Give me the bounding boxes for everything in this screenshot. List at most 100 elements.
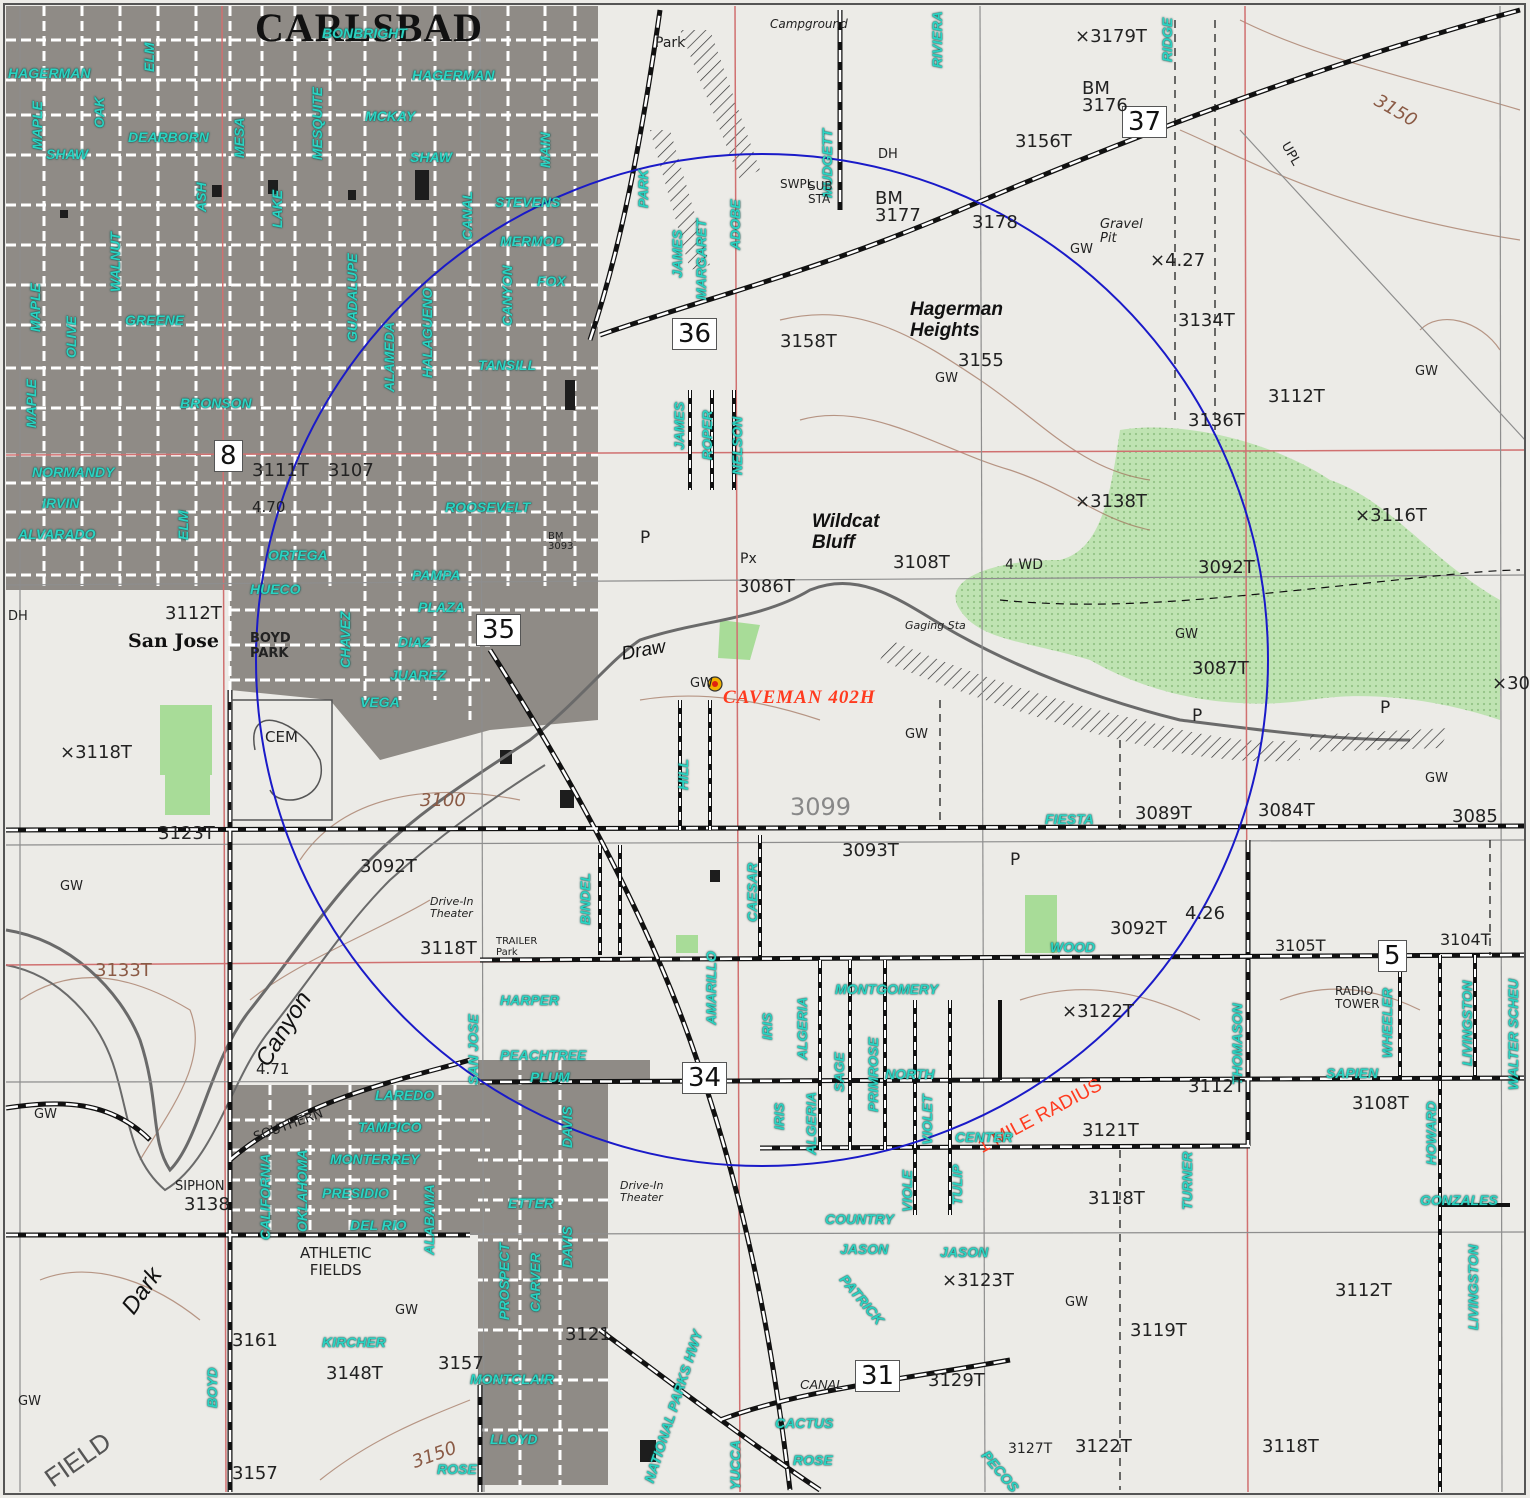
street-label: IRVIN: [42, 495, 80, 511]
elevation-label: 3127T: [1008, 1441, 1053, 1457]
well-label[interactable]: CAVEMAN 402H: [723, 687, 876, 708]
street-label: THOMASON: [1229, 1003, 1245, 1085]
street-label: ROSE: [793, 1452, 833, 1468]
street-label: LIVINGSTON: [1459, 980, 1475, 1066]
elevation-label: BM 3177: [875, 188, 921, 227]
street-label: SAPIEN: [1326, 1065, 1379, 1081]
elevation-label: 3118T: [420, 938, 477, 959]
place-siphon: SIPHON: [175, 1179, 225, 1194]
elevation-label: ×3116T: [1355, 505, 1427, 526]
street-label: MAPLE: [29, 101, 45, 150]
street-label: CACTUS: [775, 1415, 834, 1431]
elevation-label: 3123T: [158, 823, 215, 844]
street-label: PAMPA: [412, 567, 461, 583]
place-boyd-park: BOYD PARK: [250, 631, 291, 661]
elevation-label: 3092T: [1198, 557, 1255, 578]
street-label: HOWARD: [1423, 1101, 1439, 1165]
street-label: WALNUT: [107, 232, 123, 292]
street-label: PLUM: [530, 1069, 570, 1085]
street-label: WHEELER: [1379, 988, 1395, 1058]
street-label: WOOD: [1050, 939, 1096, 955]
street-label: MERMOD: [500, 233, 564, 249]
street-label: MAIN: [537, 132, 553, 168]
street-label: FOX: [537, 273, 566, 289]
street-label: ADOBE: [727, 199, 743, 250]
elevation-label: ×3122T: [1062, 1001, 1134, 1022]
place-radio-tower: RADIO TOWER: [1335, 984, 1380, 1012]
drill-hole-symbol: DH: [8, 609, 28, 624]
street-label: MONTERREY: [330, 1151, 420, 1167]
street-label: JASON: [940, 1244, 989, 1260]
elevation-label: 3108T: [1352, 1093, 1409, 1114]
street-label: STEVENS: [495, 194, 561, 210]
city-name: CARLSBAD: [255, 5, 484, 50]
section-number: 36: [672, 318, 718, 350]
elevation-label: 3084T: [1258, 800, 1315, 821]
street-label: MONTGOMERY: [835, 981, 939, 997]
street-label: JAMES: [671, 401, 687, 450]
section-number: 35: [476, 614, 522, 646]
street-label: WALTER SCHEU: [1505, 979, 1521, 1090]
elevation-label: 3122T: [1075, 1436, 1132, 1457]
elevation-label: ×30: [1492, 673, 1530, 694]
street-label: ALABAMA: [421, 1184, 437, 1255]
street-label: BONBRIGHT: [322, 25, 407, 41]
street-label: PROSPECT: [496, 1242, 512, 1320]
elevation-label: ×4.27: [1150, 250, 1206, 271]
street-label: NELSON: [729, 416, 745, 475]
major-roads: [5, 7, 1526, 1493]
elevation-label: 3148T: [326, 1363, 383, 1384]
place-drive-in-north: Drive-In Theater: [430, 895, 474, 921]
elevation-label: 3121T: [1082, 1120, 1139, 1141]
street-label: ELM: [175, 510, 191, 540]
place-hagerman-heights: Hagerman Heights: [910, 299, 1003, 341]
street-label: VEGA: [360, 694, 400, 710]
street-label: PEACHTREE: [500, 1047, 587, 1063]
elevation-label: 3118T: [1262, 1436, 1319, 1457]
street-label: MCKAY: [365, 108, 416, 124]
street-label: VIOLET: [919, 1094, 935, 1145]
elevation-label: 3118T: [1088, 1188, 1145, 1209]
street-label: VIOLE: [899, 1169, 915, 1212]
pond-symbol: Px: [740, 551, 757, 567]
section-number: 5: [1378, 940, 1407, 972]
gas-well-symbol: GW: [1175, 627, 1198, 642]
street-label: SAN JOSE: [465, 1014, 481, 1085]
place-park: Park: [655, 35, 686, 51]
street-label: BOYD: [204, 1367, 220, 1408]
pond-symbol: P: [640, 528, 651, 548]
street-label: JUAREZ: [390, 667, 447, 683]
street-label: MARGARET: [693, 219, 709, 300]
gas-well-symbol: GW: [18, 1394, 41, 1409]
street-label: ASH: [193, 182, 209, 212]
street-label: MONTCLAIR: [470, 1371, 554, 1387]
elevation-label: 3129T: [928, 1370, 985, 1391]
elevation-label: 3104T: [1440, 930, 1491, 949]
place-gaging-station: Gaging Sta: [905, 619, 966, 632]
street-label: BRONSON: [180, 395, 252, 411]
street-label: HILL: [675, 758, 691, 790]
drill-hole-symbol: DH: [878, 147, 898, 162]
elevation-label: 3093T: [842, 840, 899, 861]
buildings: [60, 170, 720, 1462]
street-label: DAVIS: [559, 1106, 575, 1148]
elevation-label: 4.70: [252, 498, 286, 516]
place-4wd: 4 WD: [1005, 557, 1043, 573]
street-label: DIAZ: [398, 634, 431, 650]
elevation-label: 3178: [972, 212, 1018, 233]
elevation-label: 3087T: [1192, 658, 1249, 679]
gas-well-symbol: GW: [905, 727, 928, 742]
well-marker[interactable]: [707, 676, 723, 692]
place-wildcat-bluff: Wildcat Bluff: [812, 511, 880, 553]
section-number: 8: [214, 440, 243, 472]
street-label: ALAMEDA: [381, 322, 397, 392]
street-label: YUCCA: [727, 1440, 743, 1490]
gas-well-symbol: GW: [1065, 1295, 1088, 1310]
gas-well-symbol: GW: [1070, 242, 1093, 257]
street-label: AMARILLO: [703, 951, 719, 1025]
street-label: COUNTRY: [825, 1211, 894, 1227]
street-label: CARVER: [527, 1252, 543, 1312]
canal-label: CANAL: [800, 1377, 844, 1392]
elevation-label: ×3123T: [942, 1270, 1014, 1291]
